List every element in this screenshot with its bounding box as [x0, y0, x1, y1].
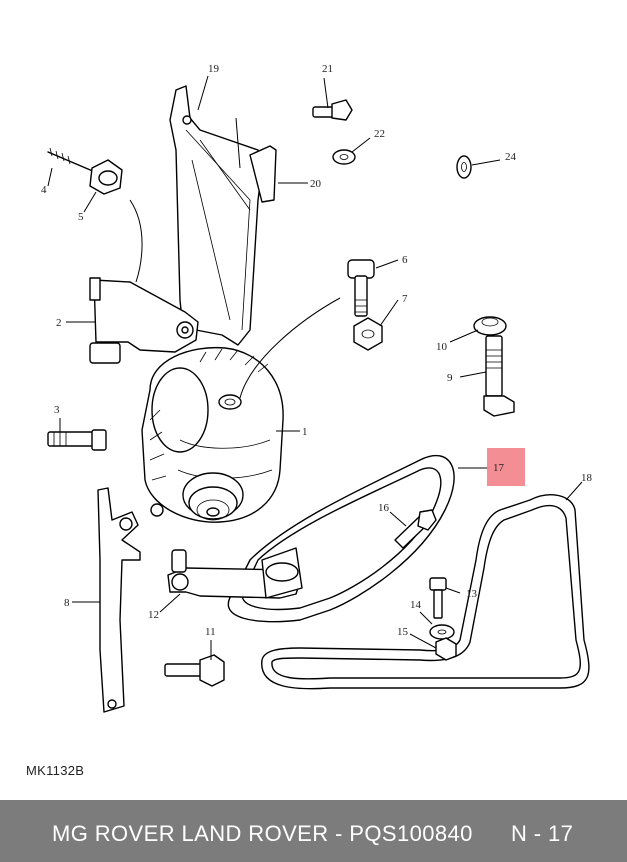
- label-2: 2: [56, 317, 62, 329]
- serpentine-belt: [261, 494, 590, 690]
- label-19: 19: [208, 63, 220, 75]
- label-9: 9: [447, 372, 453, 384]
- footer-bar: MG ROVER LAND ROVER - PQS100840 N - 17: [0, 800, 627, 862]
- label-15: 15: [397, 626, 409, 638]
- diagram-reference-code: MK1132B: [26, 763, 85, 778]
- nut-15: [435, 637, 457, 661]
- footer-page-number: N - 17: [511, 821, 574, 846]
- washer-22: [332, 149, 356, 165]
- alternator-support-bracket: [89, 277, 199, 364]
- bolt-3: [47, 429, 107, 451]
- label-24: 24: [505, 151, 517, 163]
- label-3: 3: [54, 404, 60, 416]
- lower-bracket: [97, 487, 141, 713]
- bolt-9: [483, 335, 515, 417]
- label-8: 8: [64, 597, 70, 609]
- drive-belt: [227, 454, 455, 623]
- bolt-11: [164, 654, 225, 687]
- label-7: 7: [402, 293, 408, 305]
- stud-and-nut: [47, 147, 123, 195]
- label-10: 10: [436, 341, 448, 353]
- bolt-16: [394, 509, 437, 549]
- mounting-bracket: [169, 85, 277, 346]
- washer-10: [473, 316, 507, 336]
- exploded-parts-diagram: 19 21 22 24 20 4 5 6 7 10 9 2 3 1 17 18 …: [41, 63, 593, 713]
- label-6: 6: [402, 254, 408, 266]
- label-14: 14: [410, 599, 422, 611]
- label-11: 11: [205, 626, 216, 638]
- label-16: 16: [378, 502, 390, 514]
- label-21: 21: [322, 63, 333, 75]
- bolt-21: [312, 99, 353, 121]
- label-20: 20: [310, 178, 322, 190]
- label-1: 1: [302, 426, 308, 438]
- leader-lines: [47, 75, 583, 660]
- label-18: 18: [581, 472, 593, 484]
- label-22: 22: [374, 128, 385, 140]
- label-5: 5: [78, 211, 84, 223]
- washer-24: [456, 155, 472, 179]
- label-12: 12: [148, 609, 159, 621]
- footer-title: MG ROVER LAND ROVER - PQS100840: [52, 821, 473, 846]
- label-4: 4: [41, 184, 47, 196]
- alternator: [141, 346, 284, 523]
- label-13: 13: [466, 588, 478, 600]
- label-17: 17: [493, 462, 505, 474]
- bolt-13: [429, 577, 447, 619]
- bolt-6: [347, 259, 375, 317]
- nut-7: [353, 317, 383, 351]
- highlight-box-17: [487, 448, 525, 486]
- washer-14: [429, 624, 455, 640]
- part-labels: 19 21 22 24 20 4 5 6 7 10 9 2 3 1 17 18 …: [41, 63, 593, 638]
- tensioner-bracket: [167, 547, 303, 599]
